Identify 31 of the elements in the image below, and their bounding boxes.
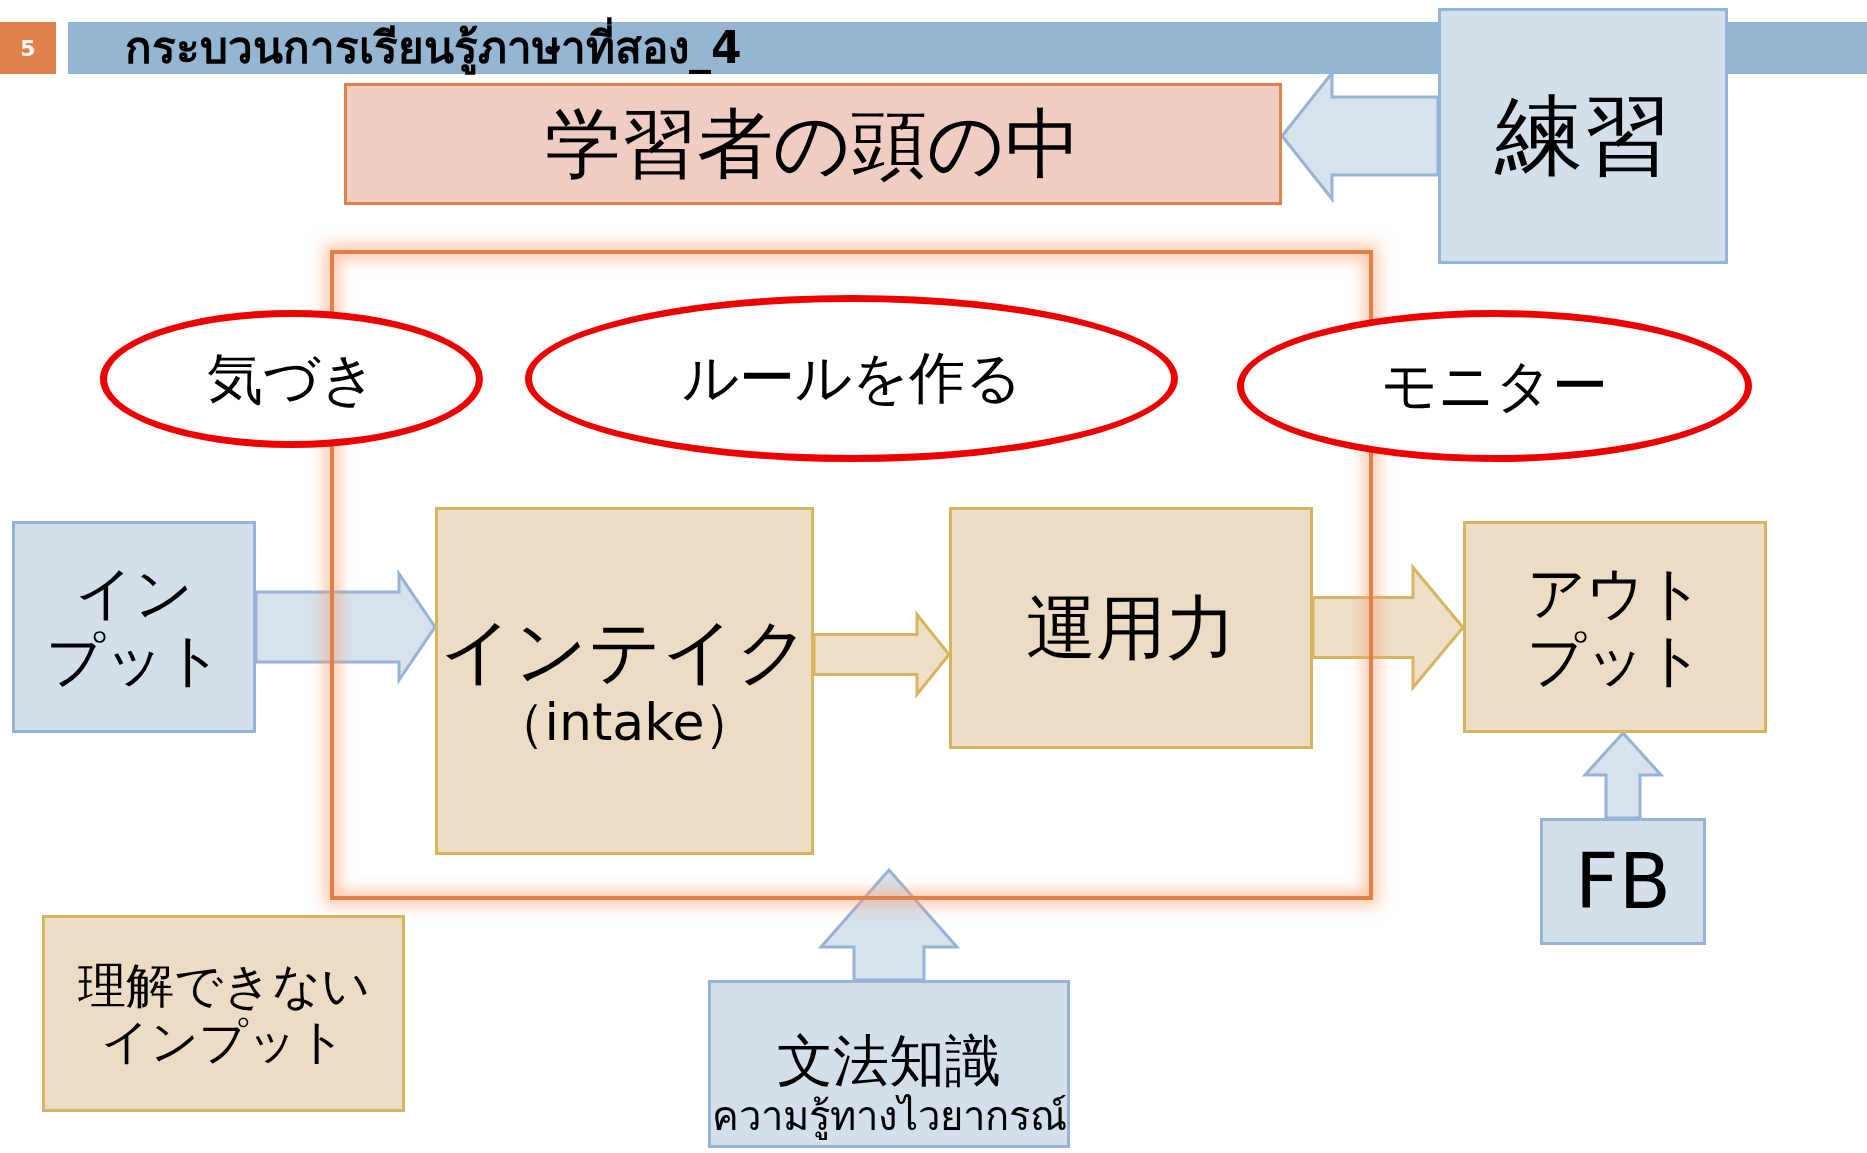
node-sublabel: （intake） xyxy=(492,692,757,753)
block-arrow xyxy=(817,867,961,982)
node-label: モニター xyxy=(1381,353,1608,419)
block-arrow xyxy=(254,569,437,685)
process-box xyxy=(949,507,1313,749)
node-sublabel: ความรู้ทางไวยากรณ์ xyxy=(711,1093,1067,1140)
process-box xyxy=(344,83,1282,205)
node-label: 学習者の頭の中 xyxy=(545,100,1081,188)
process-box xyxy=(1540,818,1706,945)
block-arrow xyxy=(1581,730,1665,820)
slide-title: กระบวนการเรียนรู้ภาษาที่สอง_4 xyxy=(125,18,742,76)
process-box xyxy=(708,980,1070,1148)
process-box xyxy=(1438,8,1728,264)
process-box xyxy=(12,521,256,733)
node-label: 気づき xyxy=(206,346,377,412)
node-label: 理解できないインプット xyxy=(76,958,371,1069)
node-label: 運用力 xyxy=(1026,587,1236,669)
node-label: ルールを作る xyxy=(681,346,1022,411)
process-box xyxy=(1463,521,1767,733)
slide-number: 5 xyxy=(0,22,56,74)
node-label: 練習 xyxy=(1495,85,1671,187)
block-arrow xyxy=(1311,563,1465,692)
node-label: FB xyxy=(1575,837,1671,926)
node-label: 文法知識 xyxy=(777,1028,1001,1094)
block-arrow xyxy=(812,610,951,699)
note-box xyxy=(42,915,405,1112)
node-label: アウトプット xyxy=(1525,560,1705,694)
process-box xyxy=(435,507,814,855)
node-label: インプット xyxy=(44,560,224,694)
node-label: インテイク xyxy=(439,609,810,693)
frame-box xyxy=(330,250,1373,900)
